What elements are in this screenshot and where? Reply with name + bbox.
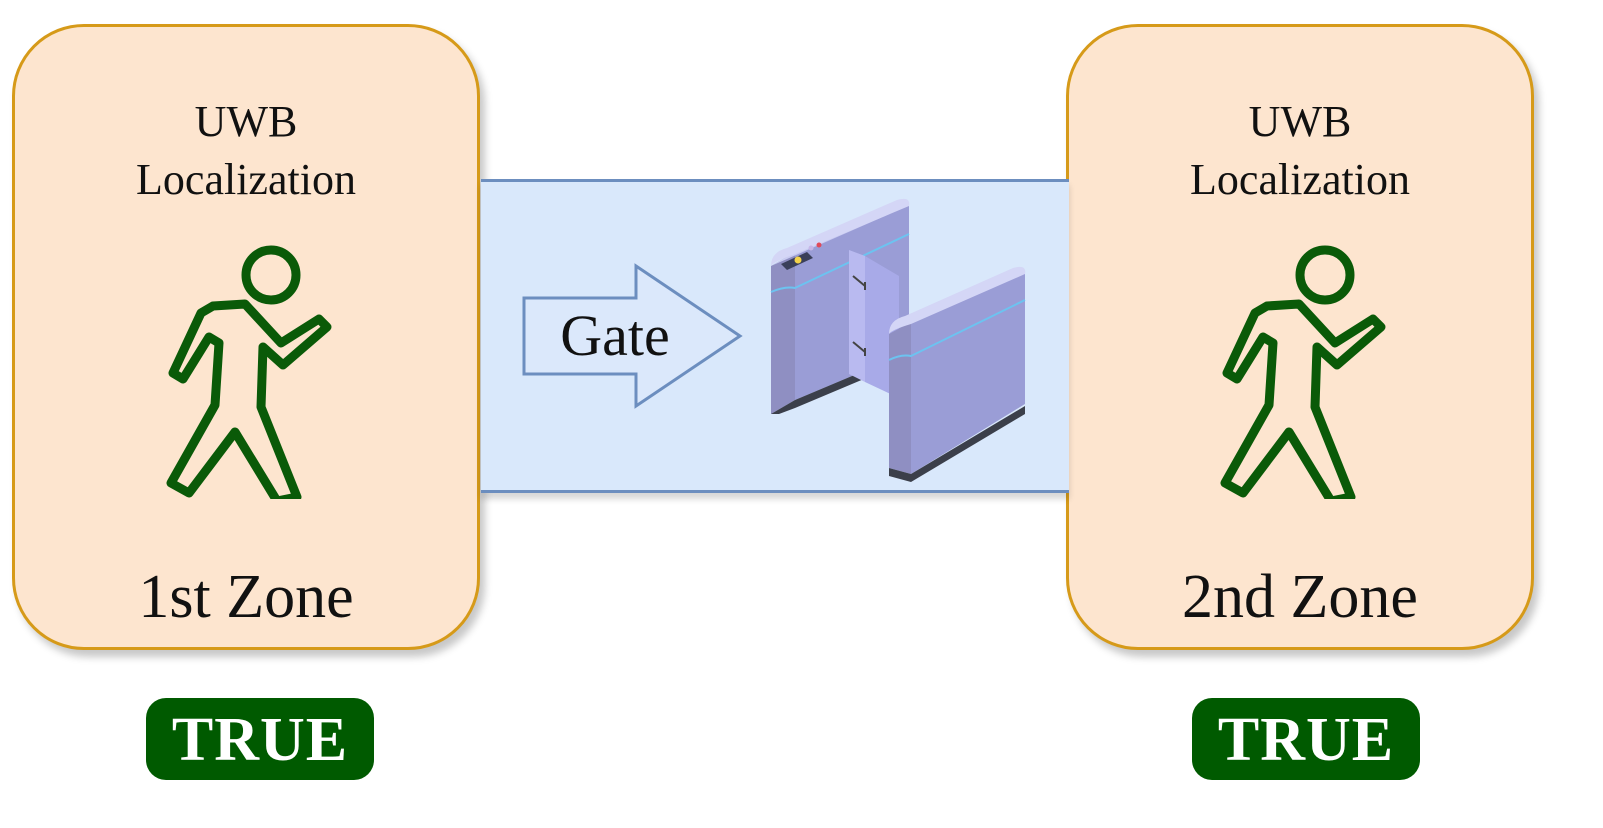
person-walking-icon [1220,245,1386,499]
zone-name: 2nd Zone [1182,563,1418,631]
status-badge-2nd-zone: TRUE [1192,698,1420,780]
zone-title-line1: UWB [1248,97,1352,146]
gate-label: Gate [560,303,670,368]
zone-1st: UWB Localization 1st Zone [12,24,480,650]
zone-title: UWB Localization [15,93,477,209]
zone-2nd: UWB Localization 2nd Zone [1066,24,1534,650]
arrow-right-icon [522,263,743,409]
zone-name: 1st Zone [138,563,354,631]
zone-title-line1: UWB [194,97,298,146]
zone-title-line2: Localization [1190,155,1410,204]
turnstile-gate-icon [770,198,1026,482]
person-walking-icon [166,245,332,499]
zone-title-line2: Localization [136,155,356,204]
zone-title: UWB Localization [1069,93,1531,209]
status-badge-1st-zone: TRUE [146,698,374,780]
